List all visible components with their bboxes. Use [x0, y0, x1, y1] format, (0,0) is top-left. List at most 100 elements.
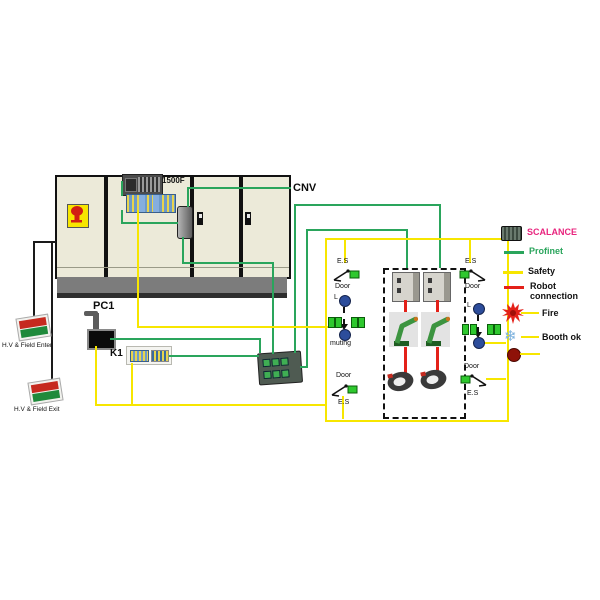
switch-port [263, 370, 272, 380]
legend-fire-label: Fire [542, 308, 559, 318]
safety-legend-line [503, 271, 523, 274]
muting-arrow-head [474, 332, 482, 338]
fire-icon [502, 302, 524, 324]
left-muting-lamp-bottom [339, 329, 351, 341]
muting-arrow-head [340, 324, 348, 330]
muting-label: muting [330, 340, 352, 347]
profinet-line [121, 181, 123, 196]
profinet-line [300, 366, 308, 368]
hv-enter-line [33, 241, 35, 317]
legend-safety-label: Safety [528, 266, 556, 276]
estop-mushroom-icon [71, 206, 83, 223]
plc-s7-1500f [122, 174, 163, 196]
left-es-bottom-label: E.S [338, 399, 350, 406]
profinet-line [259, 338, 261, 353]
hv-bus-line [33, 241, 56, 243]
right-muting-lamp-bottom [473, 337, 485, 349]
robot1-arm [389, 312, 419, 347]
hv-exit-line [51, 241, 53, 381]
emergency-stop-icon [67, 204, 89, 228]
right-door-top-label: Door [465, 283, 481, 290]
light-curtain-element [487, 324, 494, 335]
safety-line-pc1 [95, 346, 97, 406]
muting-arrow [477, 315, 479, 333]
right-es-top-label: E.S [465, 258, 477, 265]
left-es-top-label: E.S [337, 258, 349, 265]
plc-display [125, 178, 137, 192]
safety-line-k1 [131, 363, 133, 406]
drive-unit [177, 206, 193, 239]
cabinet-door-handle [245, 212, 251, 225]
light-curtain-element [494, 324, 501, 335]
profinet-line [187, 188, 189, 207]
robot-connection-line [404, 300, 407, 314]
robot-arm-icon [426, 316, 451, 346]
cabinet-plinth [57, 277, 287, 293]
hv-enter-display [15, 313, 52, 342]
door-switch-icon [459, 269, 486, 282]
safety-stub [486, 378, 506, 380]
hv-exit-display [27, 377, 64, 406]
legend-robot-label: Robot connection [530, 281, 579, 301]
k1-label: K1 [110, 348, 123, 359]
fire-link-line [521, 312, 539, 314]
robot2-controller [423, 272, 451, 302]
profinet-line [294, 204, 441, 206]
safety-line [137, 326, 333, 328]
k1-module-striped [151, 350, 169, 362]
profinet-line-pc1 [110, 338, 261, 340]
profinet-line [121, 210, 123, 223]
light-curtain-element [462, 324, 469, 335]
safety-line [137, 210, 139, 328]
hv-exit-label: H.V & Field Exit [14, 406, 60, 413]
robot2-arm [421, 312, 451, 347]
left-muting-lamp-top [339, 295, 351, 307]
k1-module-blue [130, 350, 149, 362]
controller-detail [428, 288, 432, 293]
cabinet-door-line [57, 267, 289, 268]
right-light-label: L [467, 302, 471, 309]
left-door-top-label: Door [335, 283, 351, 290]
safety-stub [342, 396, 344, 419]
profinet-line-robot1 [406, 229, 408, 274]
controller-detail [397, 288, 401, 293]
controller-side [413, 273, 419, 301]
pc1-label: PC1 [93, 300, 115, 312]
safety-stub [344, 238, 346, 263]
right-es-bottom-label: E.S [467, 390, 479, 397]
left-light-label: L [334, 294, 338, 301]
hv-enter-label: H.V & Field Enter [2, 342, 53, 349]
red-lamp-icon [507, 348, 521, 362]
pc1-mount-arm [84, 311, 98, 316]
safety-stub [483, 342, 506, 344]
profinet-line [182, 262, 274, 264]
booth-ok-link-line [521, 336, 539, 338]
plc-fins [138, 177, 160, 192]
controller-detail [428, 278, 432, 283]
switch-port [262, 358, 271, 368]
cabinet-panel-divider [239, 177, 243, 277]
weld-gun2 [418, 366, 449, 392]
weld-gun-icon [387, 371, 414, 392]
right-door-bottom-label: Door [464, 363, 480, 370]
robot-connection-line [404, 345, 407, 373]
switch-port [280, 357, 289, 366]
switch-port [271, 358, 280, 367]
profinet-line [182, 237, 184, 264]
light-curtain-element [470, 324, 477, 335]
profinet-legend-line [504, 251, 524, 254]
profinet-line [121, 222, 178, 224]
light-curtain-element [351, 317, 358, 328]
weld-gun-icon [420, 369, 447, 390]
robot-connection-line [436, 300, 439, 314]
light-curtain-element [358, 317, 365, 328]
controller-side [444, 273, 450, 301]
profinet-line [306, 229, 308, 368]
door-switch-icon [331, 384, 358, 397]
muting-arrow [343, 307, 345, 325]
robot-legend-line [504, 286, 524, 289]
switch-port [272, 369, 281, 379]
main-control-cabinet [55, 175, 291, 279]
profinet-line-cnv [187, 187, 291, 189]
